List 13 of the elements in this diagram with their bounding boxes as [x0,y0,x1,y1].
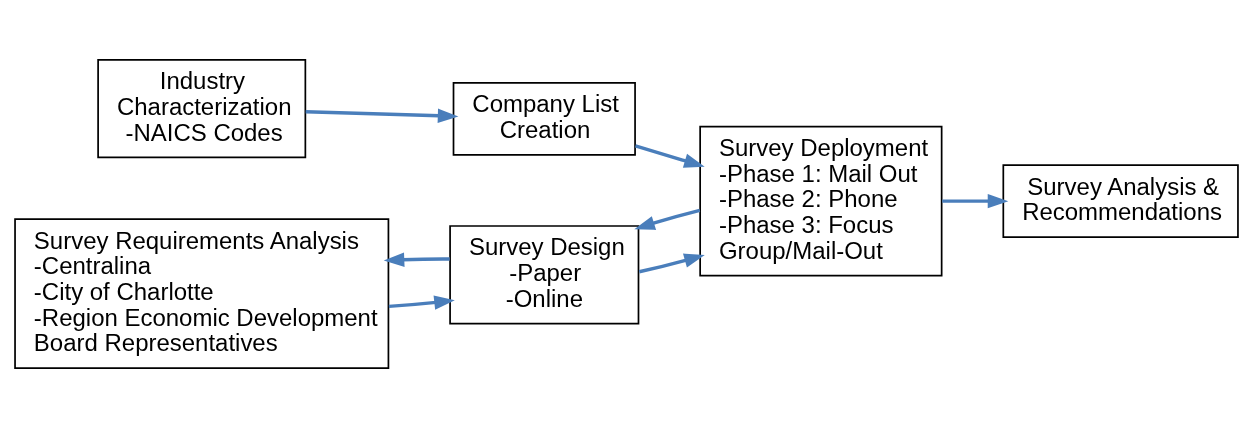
arrow [305,108,459,123]
arrow [638,253,705,274]
node-box: Survey Deployment -Phase 1: Mail Out -Phase 2: Phone -Phase 3: Focus Group/Mail-Out [699,125,943,277]
arrow [388,295,455,310]
node-box: Survey Requirements Analysis -Centralina -City of Charlotte -Region Economic Development Board Representatives [14,218,390,369]
arrow [942,193,1009,209]
arrow [634,208,701,230]
node-box: Industry Characterization -NAICS Codes [97,59,307,159]
node-box: Survey Design -Paper -Online [449,225,640,325]
node-box: Survey Analysis & Recommendations [1002,164,1239,238]
arrow [383,252,450,267]
arrow [634,144,705,168]
node-box: Company List Creation [452,82,636,156]
